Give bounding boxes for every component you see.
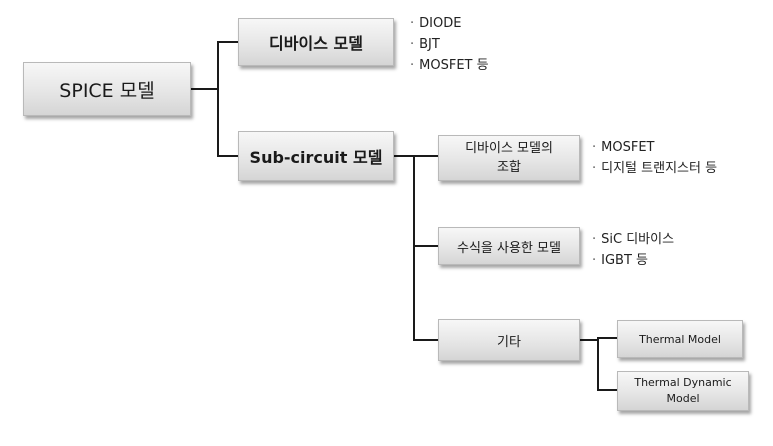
equation-model-node: 수식을 사용한 모델: [438, 227, 580, 265]
combination-item: MOSFET: [592, 137, 717, 158]
device-model-item: MOSFET 등: [410, 55, 488, 76]
connector-root-device: [191, 41, 238, 90]
etc-label: 기타: [497, 334, 521, 350]
thermal-model-node: Thermal Model: [617, 320, 743, 358]
equation-model-item: IGBT 등: [592, 250, 674, 271]
equation-model-item: SiC 디바이스: [592, 229, 674, 250]
equation-model-label: 수식을 사용한 모델: [457, 240, 561, 256]
device-model-combination-label: 디바이스 모델의 조합: [465, 141, 553, 175]
combination-list: MOSFET 디지털 트랜지스터 등: [592, 137, 717, 179]
spice-model-node: SPICE 모델: [23, 62, 191, 116]
etc-node: 기타: [438, 319, 580, 361]
thermal-dynamic-model-node: Thermal Dynamic Model: [617, 371, 749, 411]
subcircuit-model-node: Sub-circuit 모델: [238, 131, 394, 181]
thermal-model-label: Thermal Model: [639, 332, 721, 346]
connector-root-subcircuit: [217, 89, 238, 157]
connector-subcircuit-trunk: [413, 156, 438, 341]
device-model-node: 디바이스 모델: [238, 18, 394, 66]
combination-item: 디지털 트랜지스터 등: [592, 158, 717, 179]
device-model-label: 디바이스 모델: [269, 34, 363, 53]
thermal-dynamic-model-label: Thermal Dynamic Model: [634, 376, 732, 405]
subcircuit-model-label: Sub-circuit 모델: [249, 148, 383, 167]
equation-model-list: SiC 디바이스 IGBT 등: [592, 229, 674, 271]
connector-etc-thermal-dynamic: [597, 338, 617, 391]
device-model-list: DIODE BJT MOSFET 등: [410, 13, 489, 76]
device-model-combination-node: 디바이스 모델의 조합: [438, 135, 580, 181]
device-model-item: DIODE: [410, 13, 489, 34]
spice-model-label: SPICE 모델: [59, 79, 155, 102]
device-model-item: BJT: [410, 34, 489, 55]
